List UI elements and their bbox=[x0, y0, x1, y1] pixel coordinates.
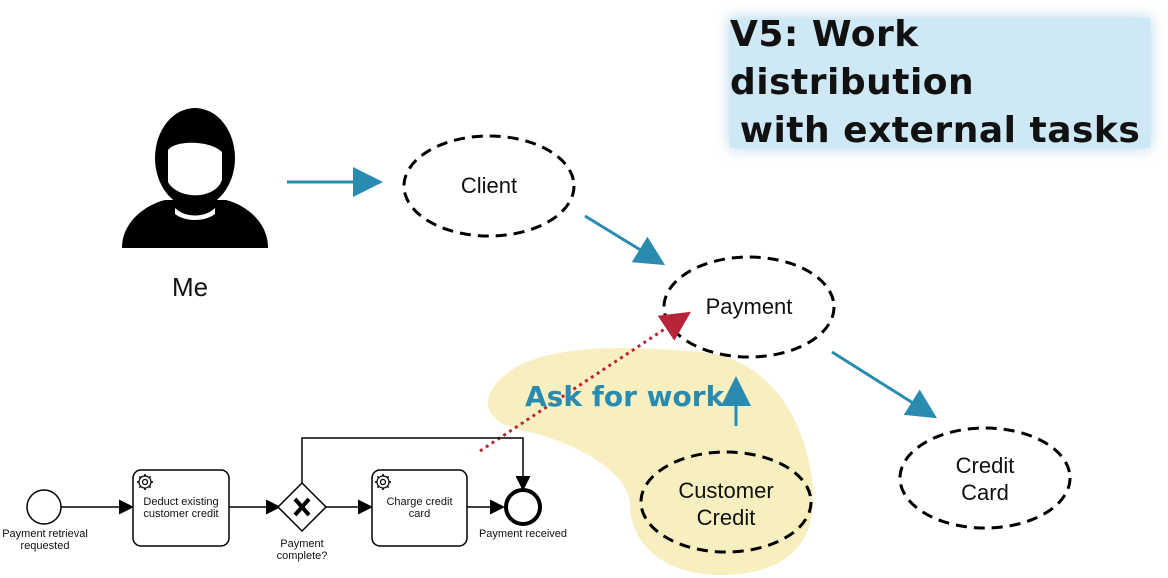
credit-card-line-2: Card bbox=[961, 480, 1009, 505]
bpmn-end-event-label: Payment received bbox=[478, 528, 568, 540]
customer-credit-label: Customer Credit bbox=[641, 477, 811, 531]
payment-node bbox=[662, 255, 836, 359]
bpmn-task-deduct bbox=[132, 469, 230, 547]
ask-for-work-label: Ask for work bbox=[525, 380, 725, 413]
bpmn-start-line-1: Payment retrieval bbox=[2, 528, 88, 540]
bpmn-start-event bbox=[26, 489, 62, 525]
bpmn-task-charge bbox=[371, 469, 468, 547]
bpmn-start-event-label: Payment retrieval requested bbox=[0, 528, 90, 552]
customer-credit-line-1: Customer bbox=[678, 478, 774, 503]
client-node bbox=[402, 134, 576, 238]
bpmn-task-charge-label: Charge credit card bbox=[372, 496, 467, 520]
credit-card-line-1: Credit bbox=[955, 453, 1015, 478]
bpmn-deduct-line-1: Deduct existing bbox=[143, 496, 219, 508]
title-line-1: V5: Work distribution bbox=[730, 14, 975, 103]
credit-card-node bbox=[898, 426, 1072, 530]
payment-label: Payment bbox=[705, 294, 793, 319]
bpmn-deduct-line-2: customer credit bbox=[143, 508, 219, 520]
title-box: V5: Work distribution with external task… bbox=[730, 14, 1150, 151]
customer-credit-line-2: Credit bbox=[696, 505, 756, 530]
gear-icon bbox=[375, 474, 391, 490]
bpmn-gateway-line-2: complete? bbox=[276, 550, 328, 562]
gateway-x-icon bbox=[293, 497, 311, 517]
arrow-client-to-payment bbox=[584, 214, 666, 266]
bpmn-process bbox=[26, 437, 542, 547]
bpmn-start-line-2: requested bbox=[20, 540, 70, 552]
bpmn-charge-line-2: card bbox=[408, 508, 431, 520]
arrow-payment-to-creditcard bbox=[831, 350, 938, 419]
gear-icon bbox=[137, 474, 153, 490]
dotted-arrow-to-payment bbox=[479, 311, 692, 453]
bpmn-task-deduct-label: Deduct existing customer credit bbox=[133, 496, 229, 520]
credit-card-label: Credit Card bbox=[900, 452, 1070, 506]
bpmn-gateway-line-1: Payment bbox=[280, 538, 324, 550]
bpmn-gateway-label: Payment complete? bbox=[262, 538, 342, 562]
bpmn-end-event bbox=[504, 488, 542, 526]
person-icon bbox=[122, 108, 268, 248]
actor-label: Me bbox=[172, 272, 209, 302]
customer-credit-node bbox=[639, 450, 813, 554]
client-label: Client bbox=[460, 173, 518, 198]
bpmn-charge-line-1: Charge credit bbox=[386, 496, 453, 508]
title-line-2: with external tasks bbox=[739, 110, 1141, 151]
